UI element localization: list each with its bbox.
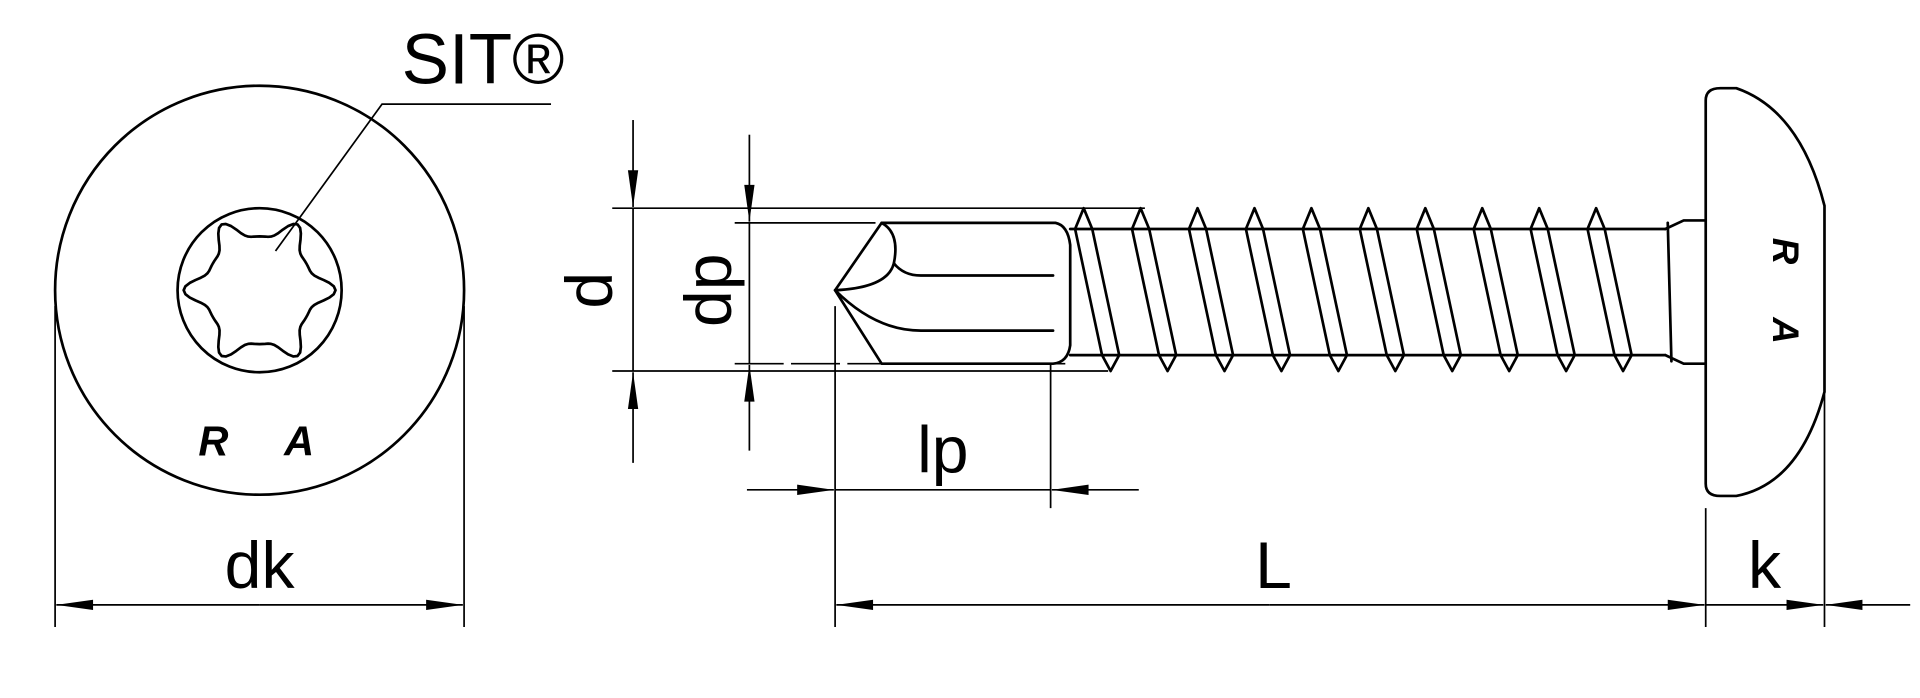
thread-runout (1663, 219, 1708, 366)
thread-turn (1358, 206, 1406, 373)
head-marking-a: A (283, 418, 314, 465)
drill-flute-line (833, 288, 1055, 332)
head-marking-r: R (198, 418, 228, 465)
lp-label: lp (917, 414, 968, 488)
thread-turn (1130, 206, 1178, 373)
thread-turn (1529, 206, 1577, 373)
drill-flute (833, 221, 897, 292)
thread-turn (1415, 206, 1463, 373)
head-side-profile (1704, 86, 1826, 498)
head-top-view: SIT® R A (53, 20, 565, 497)
L-label: L (1255, 529, 1292, 603)
thread-turn (1472, 206, 1520, 373)
d-label: d (553, 272, 627, 309)
thread-turn (1073, 206, 1121, 373)
thread-turn (1586, 206, 1633, 373)
k-label: k (1748, 529, 1782, 603)
thread-turn (1187, 206, 1235, 373)
dim-k: k (1705, 394, 1911, 627)
drill-flute-line (892, 261, 1055, 277)
dp-label: dp (672, 253, 746, 327)
dk-label: dk (225, 529, 296, 603)
dim-dp: dp (672, 134, 1066, 451)
thread-turn (1244, 206, 1292, 373)
drive-label: SIT® (402, 20, 565, 99)
head-side-marking-a: A (1765, 316, 1806, 344)
dim-d: d (553, 120, 1145, 463)
thread-turns (1073, 206, 1633, 373)
thread-turn (1301, 206, 1349, 373)
drive-recess-outline (176, 206, 343, 374)
torx-drive-icon (182, 222, 337, 358)
head-side-marking-r: R (1765, 238, 1806, 265)
drill-point (833, 221, 1072, 366)
dim-L: L (836, 508, 1707, 627)
drive-leader-line (274, 103, 552, 252)
head-outline (53, 84, 466, 497)
dim-dk: dk (54, 306, 465, 627)
dim-lp: lp (746, 306, 1139, 627)
screw-side-view: R A (833, 86, 1826, 498)
